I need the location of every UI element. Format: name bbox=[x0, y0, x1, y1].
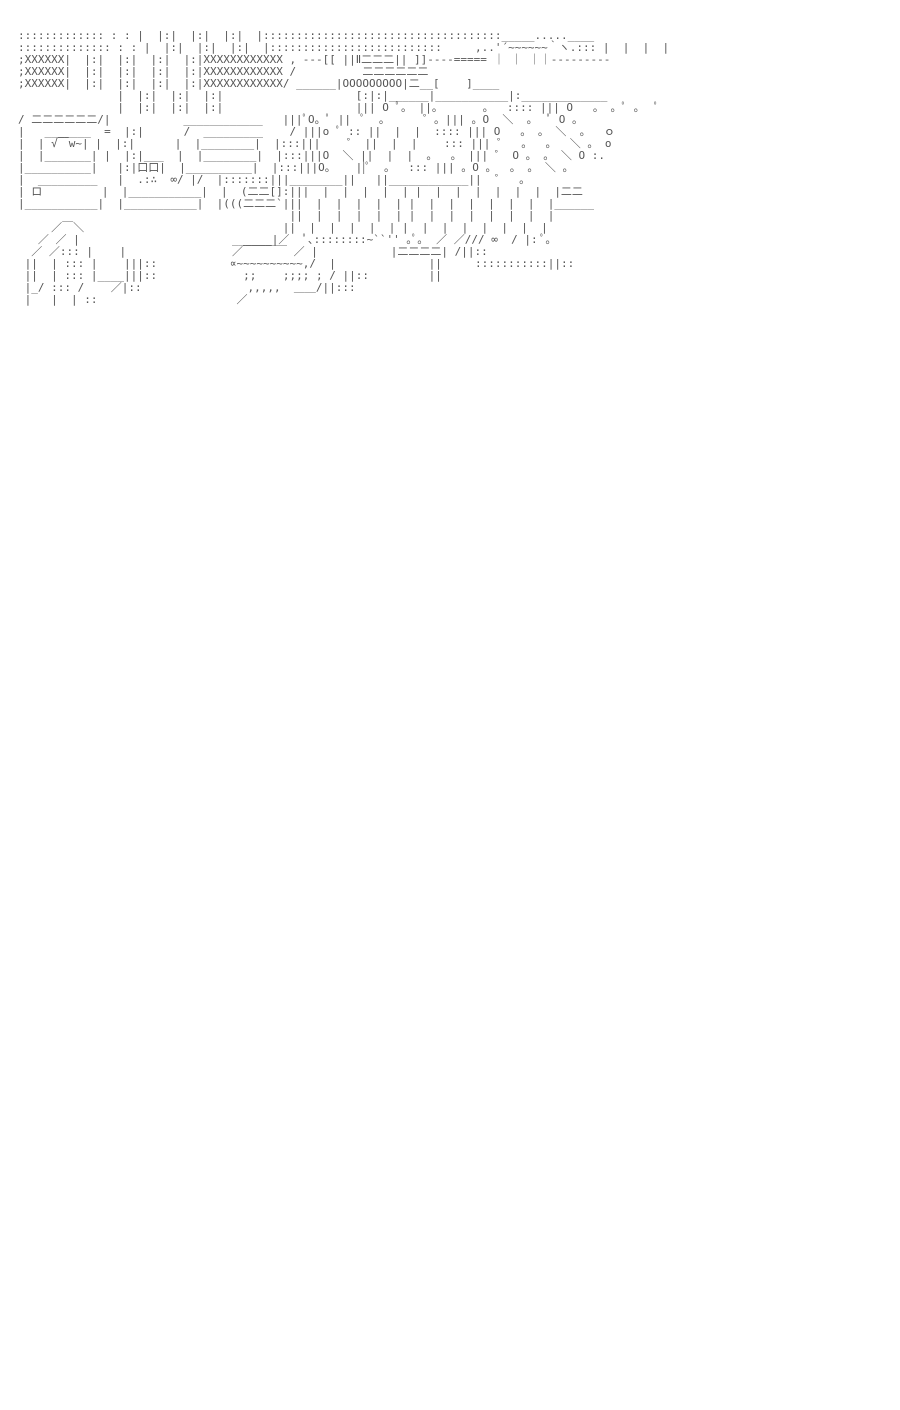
panel-room-scene: ::::::::::::: : : | |:| |:| |:| |:::::::… bbox=[0, 0, 900, 490]
room-ascii-art: ::::::::::::: : : | |:| |:| |:| |:::::::… bbox=[18, 29, 670, 306]
